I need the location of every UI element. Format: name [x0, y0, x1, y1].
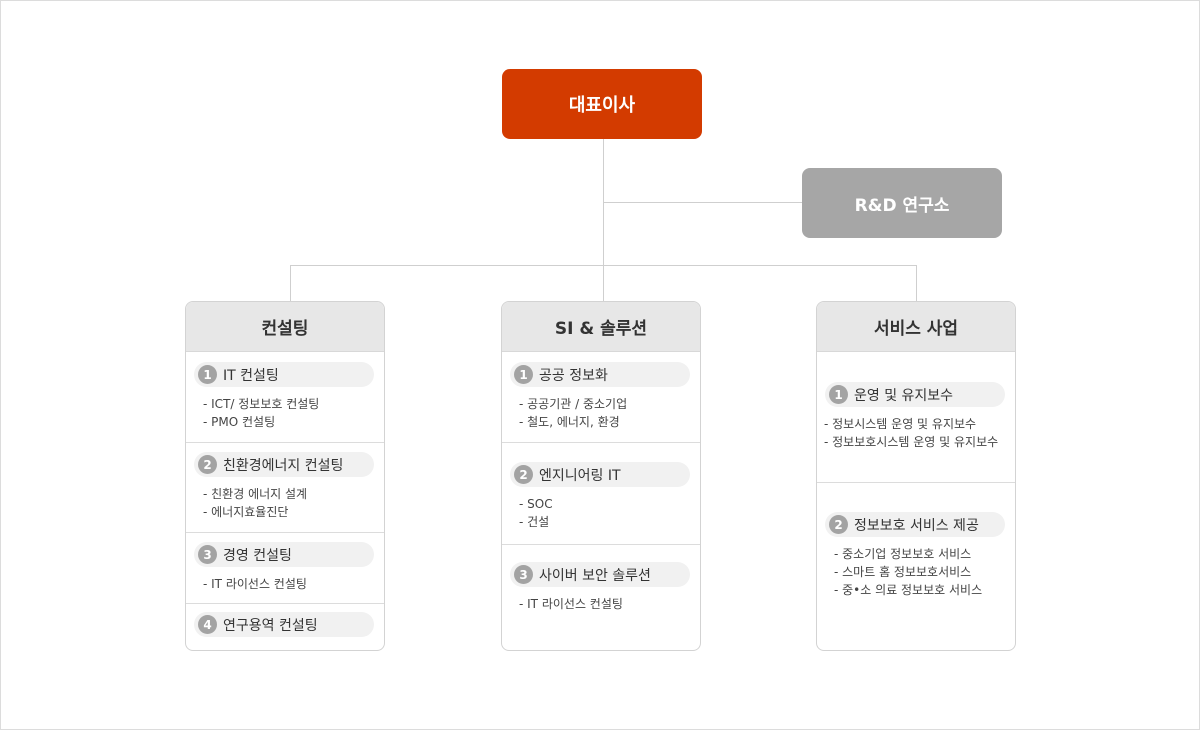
section-pill: 2 엔지니어링 IT [510, 462, 690, 487]
list-item: - SOC [519, 497, 553, 511]
list-item: - 친환경 에너지 설계 [203, 487, 308, 501]
rnd-label: R&D 연구소 [854, 195, 950, 216]
section-1: 1 IT 컨설팅 - ICT/ 정보보호 컨설팅 - PMO 컨설팅 [186, 352, 384, 443]
column-title: 서비스 사업 [817, 302, 1015, 352]
section-2: 2 엔지니어링 IT - SOC - 건설 [502, 443, 700, 545]
list-item: - 건설 [519, 515, 550, 529]
section-title: 사이버 보안 솔루션 [539, 567, 651, 584]
section-title: 엔지니어링 IT [539, 467, 621, 484]
section-title: 연구용역 컨설팅 [223, 617, 318, 634]
list-item: - 철도, 에너지, 환경 [519, 415, 620, 429]
ceo-box: 대표이사 [502, 69, 702, 139]
item-list: - 친환경 에너지 설계 - 에너지효율진단 [203, 485, 307, 521]
column-service-business: 서비스 사업 1 운영 및 유지보수 - 정보시스템 운영 및 유지보수 - 정… [816, 301, 1016, 651]
section-pill: 3 사이버 보안 솔루션 [510, 562, 690, 587]
section-pill: 4 연구용역 컨설팅 [194, 612, 374, 637]
list-item: - IT 라이선스 컨설팅 [203, 577, 307, 591]
item-list: - 정보시스템 운영 및 유지보수 - 정보보호시스템 운영 및 유지보수 [824, 415, 998, 451]
ceo-label: 대표이사 [568, 95, 636, 116]
list-item: - 정보시스템 운영 및 유지보수 [824, 417, 977, 431]
list-item: - PMO 컨설팅 [203, 415, 276, 429]
rnd-box: R&D 연구소 [802, 168, 1002, 238]
section-1: 1 운영 및 유지보수 - 정보시스템 운영 및 유지보수 - 정보보호시스템 … [817, 352, 1015, 483]
connector-col2 [603, 265, 604, 301]
item-list: - IT 라이선스 컨설팅 [203, 575, 307, 593]
section-pill: 1 공공 정보화 [510, 362, 690, 387]
number-badge: 3 [514, 565, 533, 584]
section-2: 2 친환경에너지 컨설팅 - 친환경 에너지 설계 - 에너지효율진단 [186, 443, 384, 533]
section-pill: 3 경영 컨설팅 [194, 542, 374, 567]
number-badge: 1 [198, 365, 217, 384]
column-consulting: 컨설팅 1 IT 컨설팅 - ICT/ 정보보호 컨설팅 - PMO 컨설팅 2… [185, 301, 385, 651]
connector-col1 [290, 265, 291, 301]
item-list: - 중소기업 정보보호 서비스 - 스마트 홈 정보보호서비스 - 중•소 의료… [834, 545, 982, 599]
connector-rnd [603, 202, 802, 203]
section-title: 정보보호 서비스 제공 [854, 517, 979, 534]
item-list: - SOC - 건설 [519, 495, 553, 531]
list-item: - 공공기관 / 중소기업 [519, 397, 628, 411]
section-pill: 2 친환경에너지 컨설팅 [194, 452, 374, 477]
number-badge: 4 [198, 615, 217, 634]
list-item: - 스마트 홈 정보보호서비스 [834, 565, 972, 579]
section-2: 2 정보보호 서비스 제공 - 중소기업 정보보호 서비스 - 스마트 홈 정보… [817, 483, 1015, 650]
list-item: - IT 라이선스 컨설팅 [519, 597, 623, 611]
section-4: 4 연구용역 컨설팅 [186, 604, 384, 650]
item-list: - IT 라이선스 컨설팅 [519, 595, 623, 613]
item-list: - 공공기관 / 중소기업 - 철도, 에너지, 환경 [519, 395, 627, 431]
list-item: - ICT/ 정보보호 컨설팅 [203, 397, 320, 411]
list-item: - 중소기업 정보보호 서비스 [834, 547, 972, 561]
section-title: IT 컨설팅 [223, 367, 279, 384]
section-pill: 1 운영 및 유지보수 [825, 382, 1005, 407]
section-3: 3 사이버 보안 솔루션 - IT 라이선스 컨설팅 [502, 545, 700, 650]
section-title: 공공 정보화 [539, 367, 608, 384]
number-badge: 2 [829, 515, 848, 534]
list-item: - 중•소 의료 정보보호 서비스 [834, 583, 983, 597]
list-item: - 에너지효율진단 [203, 505, 289, 519]
number-badge: 1 [829, 385, 848, 404]
section-1: 1 공공 정보화 - 공공기관 / 중소기업 - 철도, 에너지, 환경 [502, 352, 700, 443]
column-title: 컨설팅 [186, 302, 384, 352]
column-si-solution: SI & 솔루션 1 공공 정보화 - 공공기관 / 중소기업 - 철도, 에너… [501, 301, 701, 651]
section-title: 경영 컨설팅 [223, 547, 292, 564]
section-pill: 2 정보보호 서비스 제공 [825, 512, 1005, 537]
number-badge: 3 [198, 545, 217, 564]
column-title: SI & 솔루션 [502, 302, 700, 352]
number-badge: 2 [514, 465, 533, 484]
section-3: 3 경영 컨설팅 - IT 라이선스 컨설팅 [186, 533, 384, 604]
number-badge: 2 [198, 455, 217, 474]
number-badge: 1 [514, 365, 533, 384]
item-list: - ICT/ 정보보호 컨설팅 - PMO 컨설팅 [203, 395, 319, 431]
connector-col3 [916, 265, 917, 301]
section-title: 운영 및 유지보수 [854, 387, 954, 404]
section-pill: 1 IT 컨설팅 [194, 362, 374, 387]
list-item: - 정보보호시스템 운영 및 유지보수 [824, 435, 999, 449]
section-title: 친환경에너지 컨설팅 [223, 457, 344, 474]
